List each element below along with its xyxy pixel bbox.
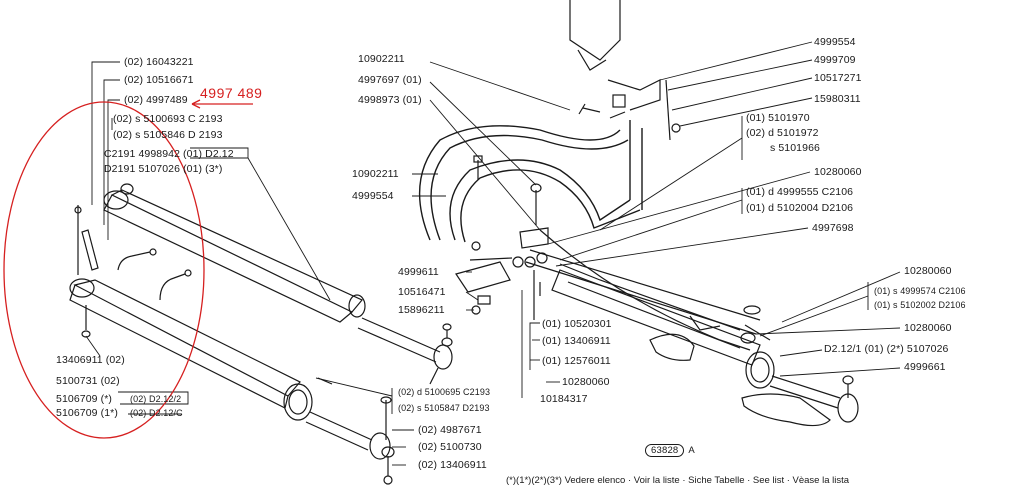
part-label: 4999709 — [814, 54, 856, 66]
top-brackets — [473, 0, 681, 180]
part-label: (02) d 5101972 — [746, 127, 819, 139]
part-label: 10280060 — [904, 322, 952, 334]
part-label: 10280060 — [904, 265, 952, 277]
footer-note: (*)(1*)(2*)(3*) Vedere elenco · Voir la … — [506, 475, 850, 486]
part-label: 4999554 — [814, 36, 856, 48]
part-label: 10516471 — [398, 286, 446, 298]
part-label: 15980311 — [814, 93, 861, 105]
part-label: (02) 13406911 — [418, 459, 487, 471]
part-label: 4999611 — [398, 266, 439, 278]
figure-suffix: A — [688, 445, 695, 456]
part-label: D2.12/1 (01) (2*) 5107026 — [824, 343, 949, 355]
part-label: 10280060 — [562, 376, 610, 388]
center-linkage — [455, 183, 761, 335]
figure-number: 63828 — [645, 444, 685, 457]
part-label: (01) 5101970 — [746, 112, 810, 124]
hydraulic-hoses — [418, 120, 643, 243]
left-small-parts — [74, 205, 392, 440]
part-label: (01) s 5102002 D2106 — [874, 300, 966, 310]
part-label: (01) 12576011 — [542, 355, 611, 367]
handwritten-part-note: 4997 489 — [200, 85, 263, 101]
part-label: 10280060 — [814, 166, 862, 178]
part-label: 5106709 (1*) — [56, 407, 118, 419]
part-label: C2191 4998942 (01) D2.12 — [104, 148, 234, 160]
part-label: (02) s 5100693 C 2193 — [113, 113, 223, 125]
part-label: (02) D2.12/C — [130, 408, 183, 418]
part-label: (02) D2.12/2 — [130, 394, 182, 404]
part-label: 10517271 — [814, 72, 862, 84]
part-label: (02) 16043221 — [124, 56, 194, 68]
part-label: 4999661 — [904, 361, 946, 373]
red-annotation — [3, 99, 253, 439]
part-label: 10902211 — [358, 53, 405, 65]
part-label: (02) 5100730 — [418, 441, 482, 453]
part-label: 4997698 — [812, 222, 854, 234]
lower-left-cylinder — [69, 278, 395, 485]
part-label: (01) s 4999574 C2106 — [874, 286, 966, 296]
part-label: 4999554 — [352, 190, 394, 202]
part-label: 10902211 — [352, 168, 399, 180]
part-label: (02) s 5105847 D2193 — [398, 403, 490, 413]
part-label: s 5101966 — [770, 142, 820, 154]
part-label: (02) 10516671 — [124, 74, 194, 86]
right-leader-lines — [547, 41, 901, 377]
part-label: (01) d 4999555 C2106 — [746, 186, 854, 198]
upper-left-cylinder — [103, 183, 453, 385]
part-label: (01) 13406911 — [542, 335, 611, 347]
part-label: 15896211 — [398, 304, 445, 316]
part-label: (01) 10520301 — [542, 318, 612, 330]
part-label: 4998973 (01) — [358, 94, 422, 106]
part-label: (01) d 5102004 D2106 — [746, 202, 854, 214]
part-label: 5106709 (*) — [56, 393, 112, 405]
part-label: (02) 4997489 — [124, 94, 188, 106]
part-label: 4997697 (01) — [358, 74, 422, 86]
part-label: (02) 4987671 — [418, 424, 482, 436]
part-label: (02) s 5105846 D 2193 — [113, 129, 223, 141]
part-label: 5100731 (02) — [56, 375, 120, 387]
part-label: 13406911 (02) — [56, 354, 125, 366]
right-cylinder — [539, 229, 859, 427]
part-label: (02) d 5100695 C2193 — [398, 387, 491, 397]
part-label: 10184317 — [540, 393, 588, 405]
part-label: D2191 5107026 (01) (3*) — [104, 163, 223, 175]
center-leader-lines — [412, 61, 571, 398]
